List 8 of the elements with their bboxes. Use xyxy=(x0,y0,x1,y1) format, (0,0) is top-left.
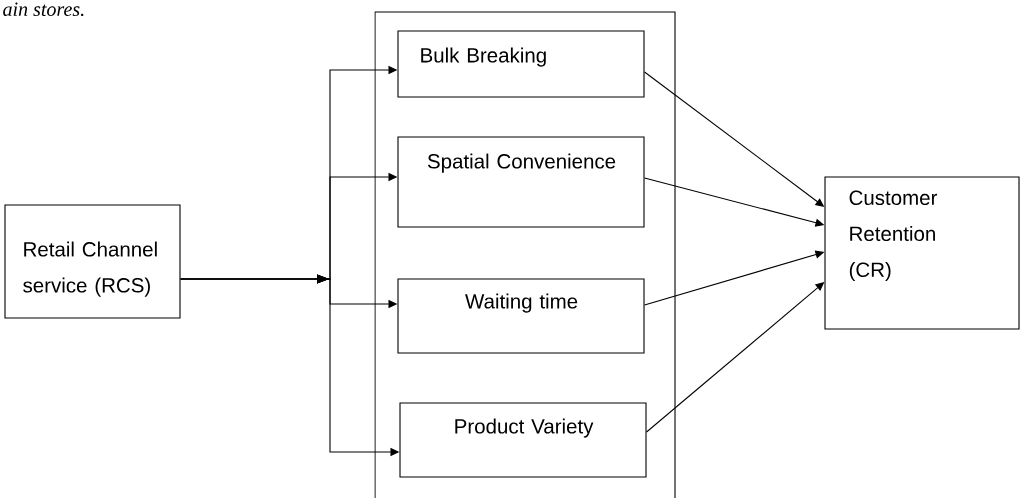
process-box: Retail Channel service (RCS) xyxy=(4,204,181,319)
process-box: Bulk Breaking xyxy=(397,30,645,98)
process-box: Spatial Convenience xyxy=(397,136,645,228)
caption-text: ain stores. xyxy=(3,2,84,17)
group-box xyxy=(374,11,676,498)
process-box: Waiting time xyxy=(397,278,645,354)
process-box: Customer Retention (CR) xyxy=(824,176,1020,330)
process-box: Product Variety xyxy=(399,402,647,478)
